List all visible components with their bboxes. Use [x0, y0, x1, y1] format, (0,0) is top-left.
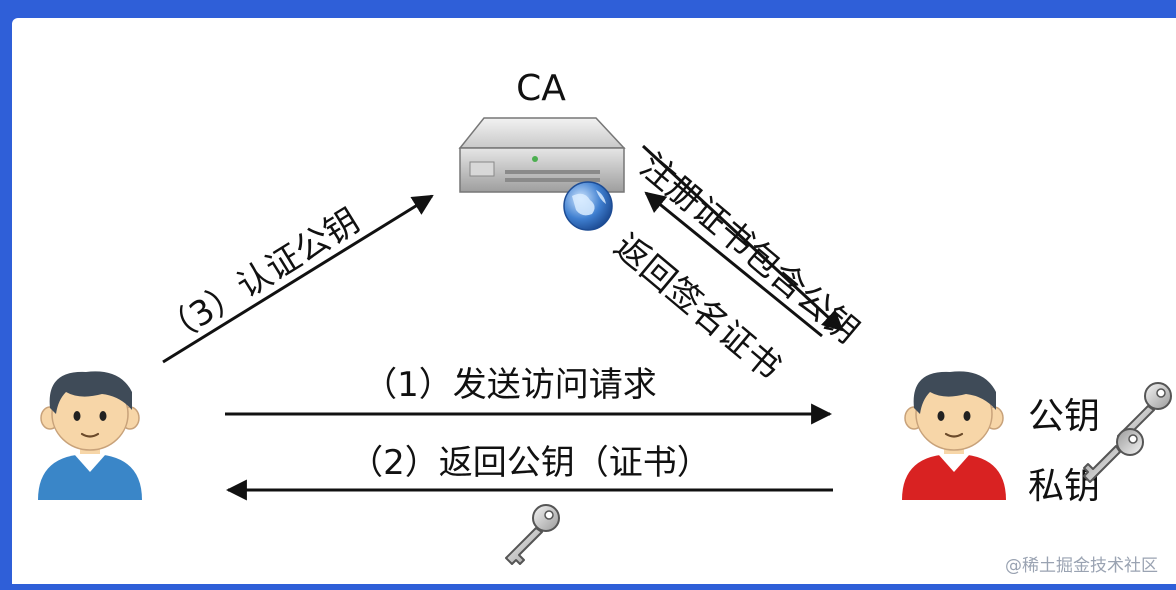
label-verify-pubkey: （3）认证公钥: [154, 201, 367, 354]
server-shirt: [902, 454, 1006, 500]
public-key-label: 公钥: [1028, 396, 1100, 437]
watermark: @稀土掘金技术社区: [1005, 556, 1158, 576]
server-collar: [938, 454, 970, 472]
client-shirt: [38, 454, 142, 500]
client-collar: [74, 454, 106, 472]
arrow-register-cert: [641, 144, 844, 332]
label-send-request: （1）发送访问请求: [363, 365, 657, 405]
label-register-cert: 注册证书包含公钥: [632, 146, 866, 351]
label-return-pubkey: （2）返回公钥（证书）: [349, 443, 711, 483]
server-icon: [458, 117, 626, 193]
arrow-return-signed-cert: [644, 191, 823, 338]
arrow-verify-pubkey: [162, 194, 434, 364]
returned-key-icon: [505, 504, 560, 565]
globe-icon: [563, 181, 613, 231]
ca-label: CA: [516, 68, 566, 109]
